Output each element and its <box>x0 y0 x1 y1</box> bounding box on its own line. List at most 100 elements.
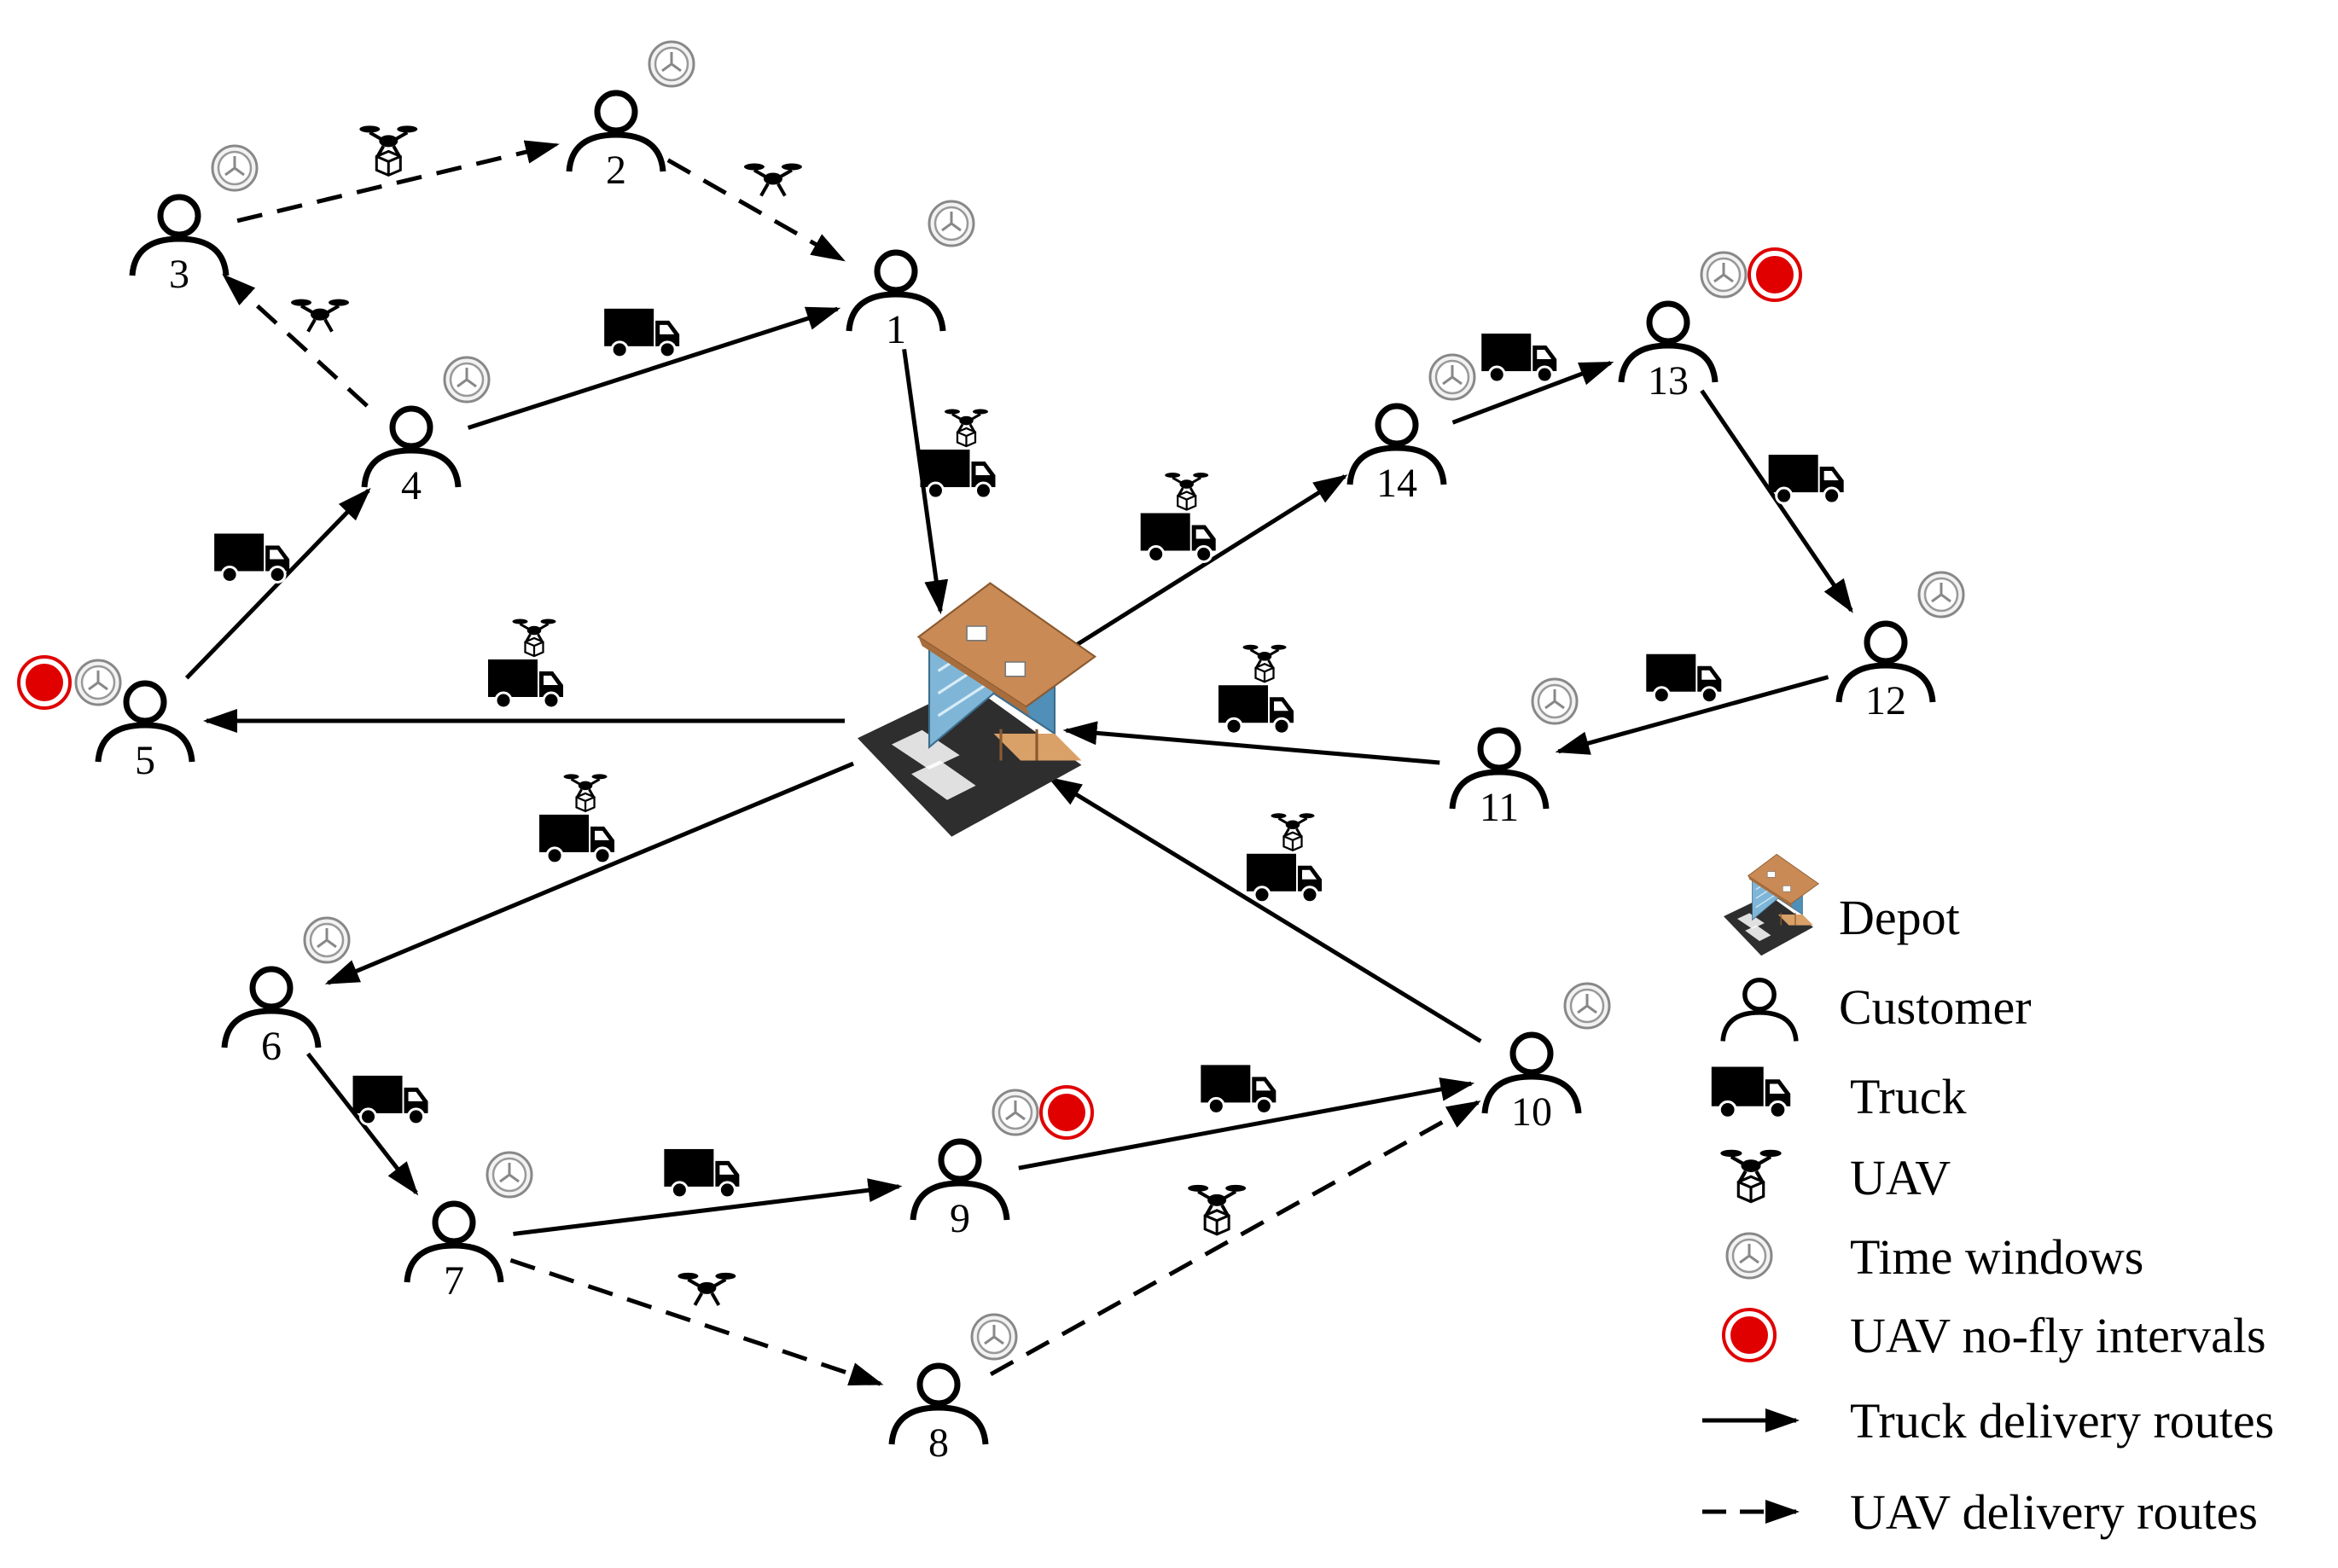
clock-icon <box>211 144 259 192</box>
truck-icon-4-to-1 <box>602 307 681 359</box>
customer-11: 11 <box>1452 677 1579 830</box>
customer-label: 6 <box>261 1024 282 1069</box>
customer-1: 1 <box>849 200 975 352</box>
uav-icon-8-to-10 <box>1188 1185 1246 1234</box>
clock-icon <box>74 659 122 706</box>
nofly-icon <box>1039 1085 1094 1140</box>
truck-icon-depot-to-5 <box>486 619 565 710</box>
legend-truck-label: Truck <box>1850 1069 1966 1124</box>
truck-icon-10-to-depot <box>1245 813 1323 904</box>
truck-route-5-to-4 <box>184 487 371 680</box>
customer-13: 13 <box>1621 247 1802 404</box>
truck-icon-depot-to-14 <box>1139 473 1218 564</box>
uav-icon-4-to-3 <box>289 297 352 334</box>
clock-icon <box>1917 571 1965 618</box>
nofly-icon <box>17 655 72 710</box>
customer-8: 8 <box>892 1313 1018 1466</box>
nofly-icon <box>1748 247 1802 302</box>
truck-icon-5-to-4 <box>212 531 291 584</box>
customer-label: 11 <box>1480 785 1519 830</box>
uav-icon-7-to-8 <box>676 1270 738 1307</box>
uav-route-8-to-10 <box>989 1100 1481 1377</box>
truck-icon-13-to-12 <box>1767 453 1846 505</box>
customer-14: 14 <box>1350 353 1476 506</box>
truck-route-depot-to-6 <box>324 761 855 985</box>
truck-route-6-to-7 <box>306 1052 419 1196</box>
legend-truck-routes-label: Truck delivery routes <box>1850 1393 2274 1449</box>
clock-icon <box>1531 677 1579 725</box>
customer-label: 14 <box>1376 461 1417 506</box>
customer-label: 9 <box>950 1196 970 1241</box>
customer-label: 3 <box>169 252 189 297</box>
truck-icon-11-to-depot <box>1217 645 1295 735</box>
truck-route-10-to-depot <box>1047 776 1482 1043</box>
uav-icon-3-to-2 <box>359 125 417 175</box>
truck-route-12-to-11 <box>1555 675 1829 755</box>
legend-uav-icon <box>1720 1150 1781 1202</box>
routes-layer <box>184 140 1853 1386</box>
legend-nofly-label: UAV no-fly intervals <box>1850 1308 2266 1363</box>
legend: Depot Customer Truck UAV Time windows UA… <box>1702 853 2274 1540</box>
customer-2: 2 <box>569 40 695 193</box>
customer-label: 7 <box>444 1258 464 1304</box>
truck-route-depot-to-14 <box>1048 474 1348 664</box>
customer-label: 10 <box>1511 1089 1552 1135</box>
truck-icon-9-to-10 <box>1199 1063 1277 1115</box>
legend-customer-icon <box>1723 980 1796 1042</box>
truck-route-9-to-10 <box>1018 1077 1475 1170</box>
legend-time-windows-label: Time windows <box>1850 1229 2143 1285</box>
clock-icon <box>1428 353 1476 401</box>
customer-6: 6 <box>224 916 351 1069</box>
legend-nofly-icon <box>1722 1308 1777 1362</box>
customer-label: 8 <box>928 1420 949 1466</box>
customer-12: 12 <box>1839 571 1965 723</box>
clock-icon <box>443 356 491 404</box>
truck-icon-14-to-13 <box>1480 332 1558 384</box>
clock-icon <box>970 1313 1018 1361</box>
legend-uav-routes-label: UAV delivery routes <box>1850 1484 2258 1540</box>
truck-icon-1-to-depot <box>918 409 997 500</box>
legend-depot-label: Depot <box>1839 890 1960 945</box>
legend-uav-label: UAV <box>1850 1150 1951 1205</box>
customer-label: 5 <box>135 738 155 783</box>
customer-3: 3 <box>132 144 259 297</box>
legend-time-windows-icon <box>1725 1232 1773 1280</box>
truck-icon-12-to-11 <box>1644 653 1723 705</box>
truck-icon-depot-to-6 <box>538 774 616 865</box>
truck-icon-6-to-7 <box>352 1074 430 1126</box>
legend-customer-label: Customer <box>1839 979 2032 1035</box>
customer-label: 1 <box>886 307 906 352</box>
customer-7: 7 <box>407 1151 533 1304</box>
uav-route-3-to-2 <box>236 140 560 224</box>
clock-icon <box>486 1151 533 1199</box>
truck-route-14-to-13 <box>1451 361 1614 425</box>
customer-9: 9 <box>913 1085 1094 1241</box>
clock-icon <box>648 40 695 88</box>
truck-icon-7-to-9 <box>662 1147 741 1199</box>
customer-label: 4 <box>401 463 422 508</box>
depot <box>856 582 1096 839</box>
legend-depot-icon <box>1723 853 1819 956</box>
uav-route-7-to-8 <box>509 1257 884 1386</box>
uav-route-2-to-1 <box>666 158 846 262</box>
clock-icon <box>303 916 351 964</box>
customer-10: 10 <box>1485 982 1611 1135</box>
customer-5: 5 <box>17 655 192 783</box>
truck-route-11-to-depot <box>1062 721 1440 765</box>
customer-label: 12 <box>1865 678 1906 723</box>
customer-4: 4 <box>364 356 491 508</box>
clock-icon <box>992 1089 1039 1136</box>
legend-truck-icon <box>1710 1065 1792 1119</box>
customer-label: 2 <box>606 148 626 193</box>
uav-icon-2-to-1 <box>742 161 804 198</box>
uav-route-4-to-3 <box>222 273 369 408</box>
truck-route-7-to-9 <box>513 1178 903 1236</box>
clock-icon <box>1700 251 1748 299</box>
clock-icon <box>1563 982 1611 1030</box>
clock-icon <box>928 200 975 247</box>
truck-route-4-to-1 <box>467 306 841 430</box>
customer-label: 13 <box>1648 358 1689 404</box>
